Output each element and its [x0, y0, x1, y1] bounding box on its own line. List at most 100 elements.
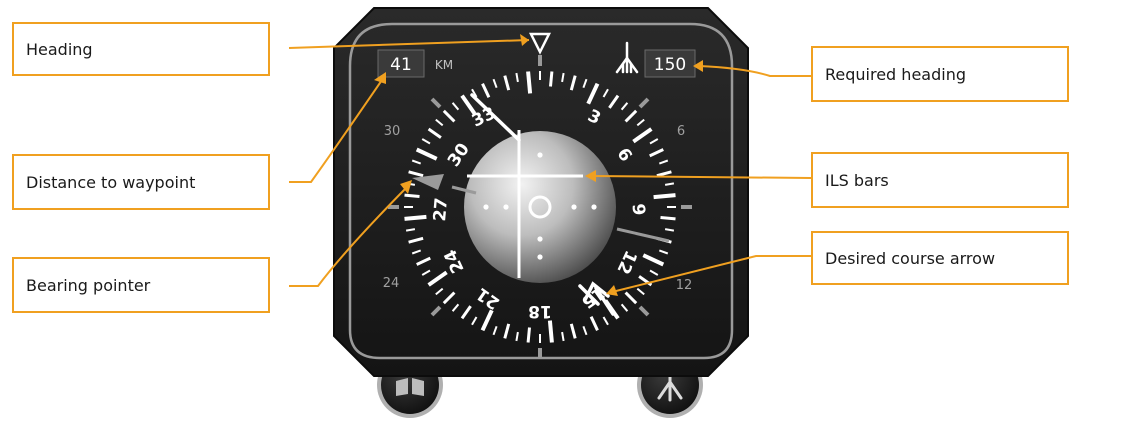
compass-tick [624, 109, 638, 123]
outer-label-30: 30 [384, 124, 401, 139]
compass-tick [547, 320, 554, 343]
compass-tick [636, 118, 645, 127]
compass-tick [503, 75, 511, 91]
compass-tick [608, 94, 620, 109]
compass-tick [503, 323, 511, 339]
callout-distance-to-waypoint: Distance to waypoint [12, 154, 270, 210]
course-arrow-icon [615, 41, 639, 74]
compass-tick [442, 109, 456, 123]
compass-label-9: 9 [628, 203, 649, 217]
compass-tick [435, 287, 444, 296]
compass-ticks [404, 71, 676, 343]
compass-tick [632, 127, 653, 144]
compass-tick [561, 331, 565, 342]
compass-tick [649, 148, 664, 158]
compass-tick [602, 88, 609, 98]
compass-tick [416, 256, 431, 266]
leader-bearing [289, 185, 409, 287]
compass-tick [435, 118, 444, 127]
compass-tick [471, 316, 478, 326]
compass-tick [589, 316, 599, 331]
compass-tick [642, 253, 665, 267]
compass-tick [526, 327, 531, 343]
compass-tick [624, 291, 638, 305]
compass-tick [481, 83, 491, 98]
compass-tick [404, 214, 427, 221]
compass-tick [586, 82, 600, 105]
attitude-sphere [464, 131, 616, 283]
compass-tick [408, 236, 424, 244]
compass-tick [620, 102, 629, 111]
deviation-dots [483, 152, 597, 260]
distance-value: 41 [390, 55, 412, 75]
compass-tick [460, 94, 477, 115]
compass-tick [569, 75, 577, 91]
book-icon [396, 378, 424, 396]
compass-tick [582, 325, 588, 336]
compass-tick [421, 138, 431, 145]
compass-tick [561, 72, 565, 83]
compass-label-27: 27 [430, 197, 452, 222]
leader-required [698, 65, 811, 77]
callout-heading: Heading [12, 22, 270, 76]
compass-tick [664, 182, 675, 186]
required-heading-window [644, 49, 696, 78]
compass-tick [656, 170, 672, 178]
ils-bars [467, 130, 583, 278]
compass-tick [415, 147, 438, 161]
compass-tick [427, 127, 442, 139]
compass-tick [492, 325, 498, 336]
compass-tick [620, 303, 629, 312]
aircraft-symbol [528, 195, 552, 219]
compass-tick [582, 78, 588, 89]
compass-tick [515, 72, 519, 83]
compass-tick [658, 159, 669, 165]
compass-tick [492, 78, 498, 89]
required-heading-value: 150 [654, 55, 686, 75]
callout-required-heading: Required heading [811, 46, 1069, 102]
compass-tick [451, 102, 460, 111]
outer-label-24: 24 [383, 276, 400, 291]
bezel-inner-outline [348, 22, 734, 360]
outer-label-6: 6 [677, 124, 685, 139]
compass-tick [427, 270, 448, 287]
leader-distance [289, 79, 383, 183]
compass-tick [421, 269, 431, 276]
compass-tick [649, 269, 659, 276]
compass-tick [569, 323, 577, 339]
compass-tick [515, 331, 519, 342]
callout-ils-bars: ILS bars [811, 152, 1069, 208]
compass-tick [405, 228, 416, 232]
callout-bearing-pointer: Bearing pointer [12, 257, 270, 313]
outer-fixed-ticks [388, 55, 692, 359]
compass-tick [404, 193, 420, 198]
compass-tick [649, 138, 659, 145]
compass-tick [451, 303, 460, 312]
compass-tick [408, 170, 424, 178]
leader-lines [288, 34, 812, 296]
compass-tick [660, 216, 676, 221]
outer-label-12: 12 [676, 278, 693, 293]
compass-tick [471, 88, 478, 98]
leader-course [611, 255, 811, 293]
bearing-pointer [412, 174, 670, 243]
leader-ils [589, 175, 812, 179]
desired-course-arrow [470, 93, 615, 316]
compass-tick [480, 309, 494, 332]
compass-tick [664, 228, 675, 232]
compass-tick [460, 305, 472, 320]
leader-heading [288, 39, 530, 49]
compass-tick [653, 193, 676, 200]
compass-tick [526, 71, 533, 94]
distance-unit: KM [435, 58, 453, 72]
compass-tick [602, 316, 609, 326]
compass-label-18: 18 [528, 301, 552, 321]
compass-tick [636, 287, 645, 296]
compass-tick [442, 291, 456, 305]
compass-tick [411, 249, 422, 255]
compass-tick [658, 249, 669, 255]
callout-desired-course-arrow: Desired course arrow [811, 231, 1069, 285]
compass-tick [549, 71, 554, 87]
heading-triangle-icon [528, 32, 552, 55]
